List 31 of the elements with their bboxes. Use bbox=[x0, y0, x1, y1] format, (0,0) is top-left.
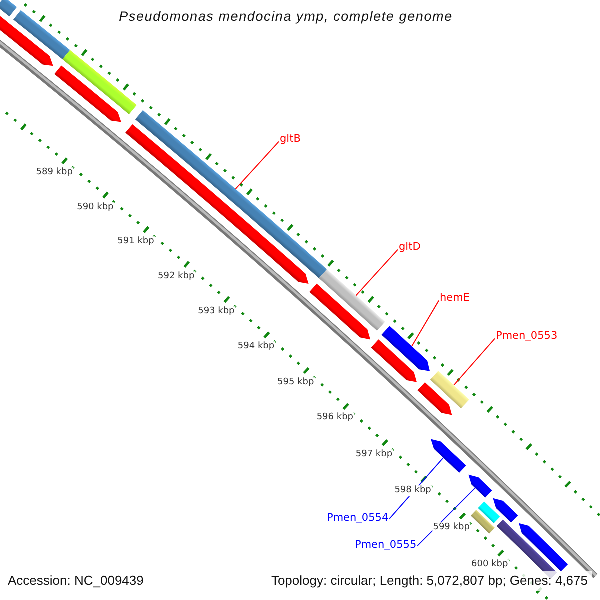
scale-label: 589 kbp bbox=[35, 168, 74, 179]
scale-label: 592 kbp bbox=[157, 271, 196, 282]
scale-label: 600 kbp bbox=[470, 559, 510, 570]
gene-label: Pmen_0555 bbox=[355, 539, 417, 552]
gene-feature bbox=[468, 474, 492, 498]
gene-label: hemE bbox=[440, 292, 470, 305]
leader-line bbox=[235, 141, 280, 190]
scale-label: 593 kbp bbox=[197, 306, 236, 318]
leader-line bbox=[454, 338, 496, 386]
scale-label: 590 kbp bbox=[76, 202, 115, 213]
scale-label: 595 kbp bbox=[276, 377, 316, 388]
feature-bar bbox=[135, 110, 328, 278]
gene-feature bbox=[382, 326, 430, 372]
gene-label: gltD bbox=[399, 241, 421, 254]
gene-feature bbox=[431, 439, 466, 474]
scale-label: 596 kbp bbox=[316, 413, 355, 424]
feature-bar bbox=[430, 371, 470, 409]
scale-label: 591 kbp bbox=[116, 236, 156, 248]
leader-line bbox=[356, 249, 398, 296]
leader-line bbox=[417, 488, 476, 546]
scale-label: 594 kbp bbox=[236, 342, 276, 352]
gene-label: Pmen_0553 bbox=[496, 330, 558, 343]
scale-label: 597 kbp bbox=[354, 449, 394, 460]
scale-label: 599 kbp bbox=[432, 522, 471, 534]
leader-line bbox=[412, 300, 440, 347]
scale-label: 598 kbp bbox=[394, 486, 432, 496]
feature-bar bbox=[319, 270, 386, 331]
accession-text: Accession: NC_009439 bbox=[8, 573, 144, 589]
gene-label: gltB bbox=[280, 133, 301, 146]
gene-label: Pmen_0554 bbox=[327, 512, 389, 525]
title: Pseudomonas mendocina ymp, complete genome bbox=[119, 9, 453, 26]
